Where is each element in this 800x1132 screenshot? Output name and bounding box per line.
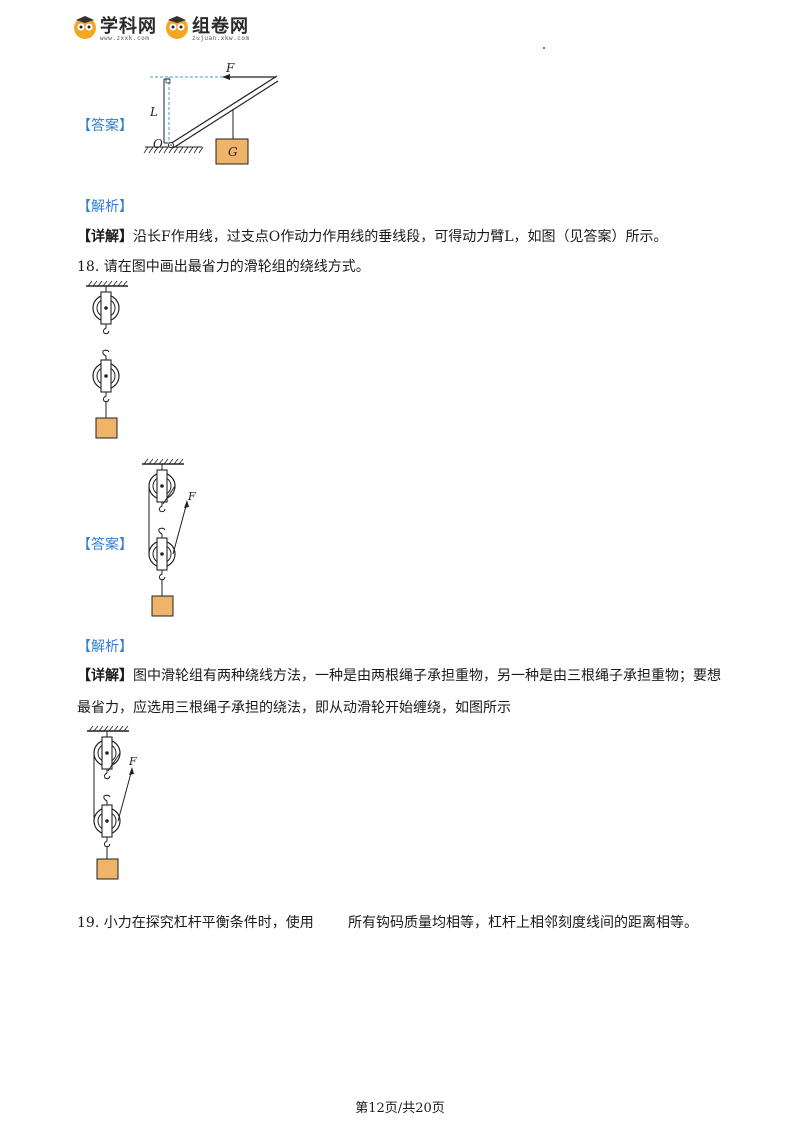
label-F: F — [187, 490, 196, 503]
label-F: F — [225, 61, 235, 75]
question-18: 18. 请在图中画出最省力的滑轮组的绕线方式。 — [77, 259, 370, 275]
detail-paragraph-line1: 【详解】图中滑轮组有两种绕线方法，一种是由两根绳子承担重物，另一种是由三根绳子承… — [77, 665, 721, 687]
owl-logo-icon — [74, 16, 96, 39]
question-19-part1: 19. 小力在探究杠杆平衡条件时，使用 — [77, 915, 314, 931]
answer-tag: 【答案】 — [77, 118, 133, 134]
question-19-part2: 所有钩码质量均相等，杠杆上相邻刻度线间的距离相等。 — [348, 915, 698, 931]
detail-text-line1: 图中滑轮组有两种绕线方法，一种是由两根绳子承担重物，另一种是由三根绳子承担重物；… — [133, 668, 721, 684]
detail-tag: 【详解】 — [77, 229, 133, 245]
header-logo: 学科网 www.zxxk.com 组卷网 zujuan.xkw.com — [72, 12, 252, 46]
logo-text-zujuanwang: 组卷网 — [192, 16, 249, 37]
analysis-tag: 【解析】 — [77, 639, 133, 655]
lever-figure: G F L O — [143, 61, 279, 165]
owl-logo-icon — [166, 16, 188, 39]
logo-text-xuekewang: 学科网 — [100, 16, 157, 37]
stray-dot — [543, 47, 545, 49]
logo-url-xuekewang: www.zxxk.com — [100, 35, 150, 42]
logo-url-zujuanwang: zujuan.xkw.com — [192, 35, 250, 42]
label-G: G — [228, 145, 238, 159]
label-F: F — [128, 755, 137, 768]
detail-paragraph: 【详解】沿长F作用线，过支点O作动力作用线的垂线段，可得动力臂L，如图（见答案）… — [77, 226, 668, 248]
answer-tag: 【答案】 — [77, 537, 133, 553]
page-number: 第12页/共20页 — [355, 1101, 445, 1116]
detail-tag: 【详解】 — [77, 668, 133, 684]
label-O: O — [153, 137, 163, 151]
detail-text-line2: 最省力，应选用三根绳子承担的绕法，即从动滑轮开始缠绕，如图所示 — [77, 700, 511, 716]
pulley-explanation-figure: F — [87, 725, 137, 880]
pulley-question-figure — [86, 280, 128, 439]
label-L: L — [149, 105, 158, 119]
detail-text: 沿长F作用线，过支点O作动力作用线的垂线段，可得动力臂L，如图（见答案）所示。 — [133, 229, 668, 245]
analysis-tag: 【解析】 — [77, 199, 133, 215]
pulley-answer-figure: F — [142, 458, 196, 617]
